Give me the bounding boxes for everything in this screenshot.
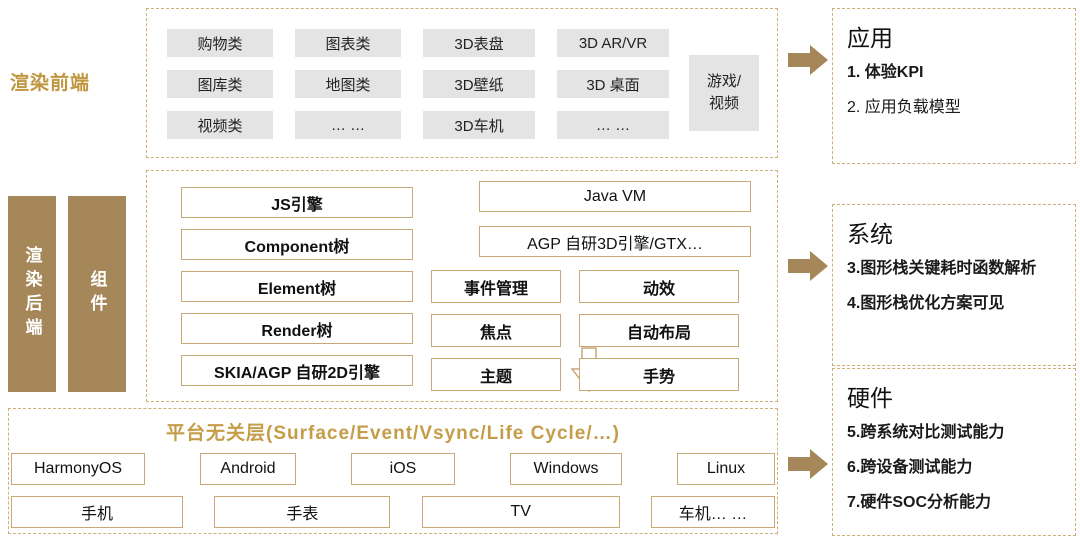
arrow-right-icon-application	[788, 45, 828, 75]
gesture-box: 手势	[579, 358, 739, 391]
arrow-right-icon-hardware	[788, 449, 828, 479]
device-car: 车机… …	[650, 496, 775, 528]
app-category-maps: 地图类	[295, 70, 401, 98]
backend-section: JS引擎 Component树 Element树 Render树 SKIA/AG…	[146, 170, 778, 402]
app-category-charts: 图表类	[295, 29, 401, 57]
games-video-line2: 视频	[708, 95, 739, 112]
system-panel-item-3: 3.图形栈关键耗时函数解析	[847, 260, 1037, 277]
js-engine-box: JS引擎	[181, 187, 413, 218]
arrow-right-icon-system	[788, 251, 828, 281]
backend-vertical-bar: 渲染后端	[8, 196, 56, 392]
component-bar-label: 组件	[87, 270, 107, 318]
app-category-3d-wallpaper: 3D壁纸	[423, 70, 535, 98]
hardware-panel: 硬件 5.跨系统对比测试能力 6.跨设备测试能力 7.硬件SOC分析能力	[832, 368, 1076, 536]
focus-box: 焦点	[431, 314, 561, 347]
component-vertical-bar: 组件	[68, 196, 126, 392]
os-ios: iOS	[351, 453, 455, 485]
engine-stack: JS引擎 Component树 Element树 Render树 SKIA/AG…	[181, 187, 413, 386]
hardware-panel-item-6: 6.跨设备测试能力	[847, 458, 973, 476]
application-panel-title: 应用	[847, 25, 893, 51]
animation-box: 动效	[579, 270, 739, 303]
event-management-box: 事件管理	[431, 270, 561, 303]
element-tree-box: Element树	[181, 271, 413, 302]
platform-layer-title: 平台无关层(Surface/Event/Vsync/Life Cycle/…)	[166, 423, 620, 444]
hardware-panel-item-5: 5.跨系统对比测试能力	[847, 424, 1005, 441]
skia-2d-engine-box: SKIA/AGP 自研2D引擎	[181, 355, 413, 386]
app-category-3d-car: 3D车机	[423, 111, 535, 139]
os-row: HarmonyOS Android iOS Windows Linux	[11, 453, 775, 485]
application-panel-item-2: 2. 应用负载模型	[847, 98, 961, 116]
java-vm-box: Java VM	[479, 181, 751, 212]
games-video-line1: 游戏/	[706, 73, 742, 91]
app-category-shopping: 购物类	[167, 29, 273, 57]
hardware-panel-item-7: 7.硬件SOC分析能力	[847, 493, 992, 511]
system-panel-item-4: 4.图形栈优化方案可见	[847, 294, 1005, 312]
app-category-3d-desktop: 3D 桌面	[557, 70, 669, 98]
app-category-ellipsis-1: … …	[295, 111, 401, 139]
frontend-section: 购物类 图表类 3D表盘 3D AR/VR 图库类 地图类 3D壁纸 3D 桌面…	[146, 8, 778, 158]
hardware-panel-title: 硬件	[847, 385, 893, 411]
app-category-3d-arvr: 3D AR/VR	[557, 29, 669, 57]
platform-section: 平台无关层(Surface/Event/Vsync/Life Cycle/…) …	[8, 408, 778, 534]
backend-bar-label: 渲染后端	[22, 246, 42, 342]
os-harmonyos: HarmonyOS	[11, 453, 145, 485]
auto-layout-box: 自动布局	[579, 314, 739, 347]
frontend-section-label: 渲染前端	[10, 73, 91, 94]
system-panel: 系统 3.图形栈关键耗时函数解析 4.图形栈优化方案可见	[832, 204, 1076, 366]
application-panel: 应用 1. 体验KPI 2. 应用负载模型	[832, 8, 1076, 164]
app-category-games-video: 游戏/ 视频	[689, 55, 759, 131]
app-category-grid: 购物类 图表类 3D表盘 3D AR/VR 图库类 地图类 3D壁纸 3D 桌面…	[167, 29, 669, 139]
app-category-video: 视频类	[167, 111, 273, 139]
app-category-gallery: 图库类	[167, 70, 273, 98]
application-panel-item-1: 1. 体验KPI	[847, 64, 924, 81]
app-category-3d-watchface: 3D表盘	[423, 29, 535, 57]
device-tv: TV	[421, 496, 620, 528]
os-linux: Linux	[677, 453, 775, 485]
agp-3d-engine-box: AGP 自研3D引擎/GTX…	[479, 226, 751, 257]
device-watch: 手表	[214, 496, 391, 528]
theme-box: 主题	[431, 358, 561, 391]
os-windows: Windows	[510, 453, 622, 485]
component-tree-box: Component树	[181, 229, 413, 260]
os-android: Android	[200, 453, 296, 485]
render-tree-box: Render树	[181, 313, 413, 344]
app-category-ellipsis-2: … …	[557, 111, 669, 139]
device-phone: 手机	[11, 496, 183, 528]
system-panel-title: 系统	[847, 221, 893, 247]
device-row: 手机 手表 TV 车机… …	[11, 496, 775, 528]
